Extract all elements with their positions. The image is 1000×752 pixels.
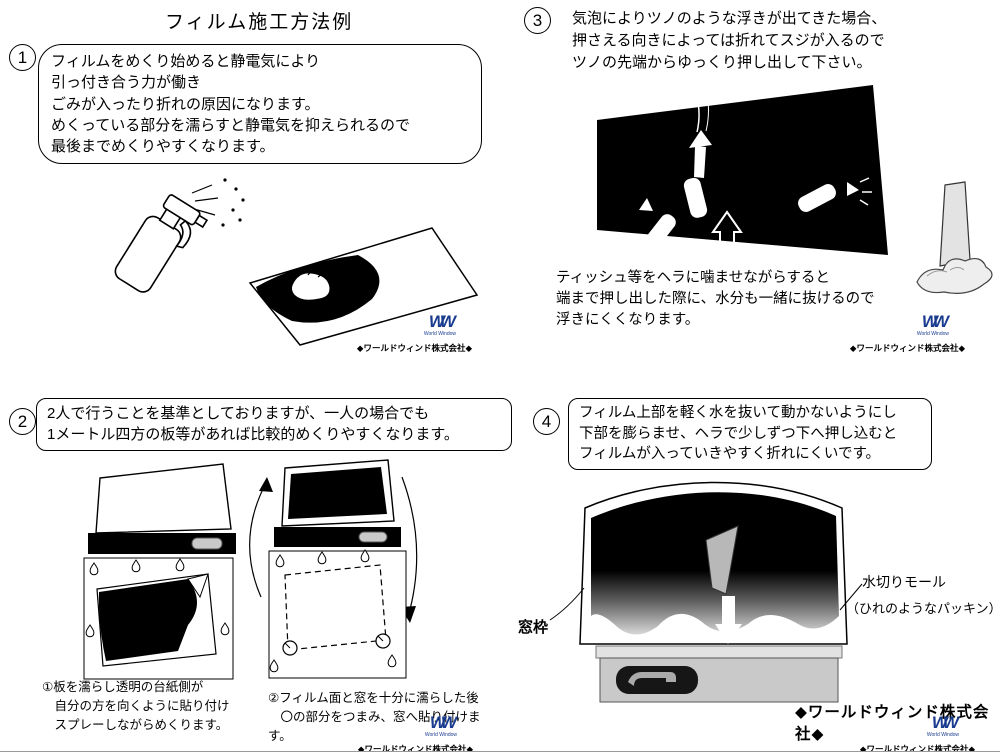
step-2-caption-right: ②フィルム面と窓を十分に濡らした後 〇の部分をつまみ、窓へ貼り付けます。 <box>268 691 481 743</box>
push-up-arrow-icon <box>689 130 712 178</box>
step-3-marker: 3 <box>524 7 551 34</box>
small-arrow-right <box>847 182 859 196</box>
squeegee-icon <box>705 525 739 595</box>
watermark-company-text: ◆ワールドウィンド株式会社◆ <box>357 744 473 752</box>
door-handle-right <box>358 531 388 543</box>
push-down-arrow-icon <box>715 596 742 644</box>
world-window-logo: WW World Window <box>917 313 949 337</box>
watermark-top-left: WW World Window ◆ワールドウィンド株式会社◆ <box>297 313 472 354</box>
flip-arrow-left <box>249 482 267 598</box>
squeegee-icon-top <box>683 177 708 218</box>
ww-logo-caption: World Window <box>423 331 456 337</box>
page-title: フィルム施工方法例 <box>165 12 354 33</box>
water-escape-dashes <box>859 177 872 206</box>
flip-arrow-right <box>401 476 418 618</box>
watermark-bottom-right: WW World Window ◆ワールドウィンド株式会社◆ <box>800 714 975 752</box>
spray-bottle-icon <box>114 194 209 293</box>
molding-label: 水切りモール <box>862 574 946 590</box>
watermark-company-text: ◆ワールドウィンド株式会社◆ <box>356 343 472 353</box>
dark-film-window <box>597 85 888 255</box>
step-2-number: 2 <box>17 411 28 431</box>
ww-logo-caption: World Window <box>424 732 457 738</box>
door-handle-lever <box>628 672 676 686</box>
step-1-illustration <box>114 178 479 346</box>
step-4-instruction-bubble: フィルム上部を軽く水を抜いて動かないようにし 下部を膨らませ、ヘラで少しずつ下へ… <box>568 398 932 470</box>
ww-logo-caption: World Window <box>926 732 959 738</box>
step-3-illustration: NG <box>597 85 993 294</box>
window-glass-left <box>95 463 232 534</box>
watermark-company-text: ◆ワールドウィンド株式会社◆ <box>849 343 965 353</box>
small-arrow-left <box>639 198 653 211</box>
pinch-marker-right <box>375 633 391 649</box>
step-2-marker: 2 <box>9 408 36 435</box>
world-window-logo: WW World Window <box>927 714 959 738</box>
ww-logo-mark: WW <box>428 312 456 331</box>
film-in-glass <box>288 467 387 519</box>
step-1-marker: 1 <box>9 44 36 71</box>
step-1-instruction-bubble: フィルムをめくり始めると静電気により 引っ付き合う力が働き ごみが入ったり折れの… <box>38 44 482 165</box>
watermark-top-right: WW World Window ◆ワールドウィンド株式会社◆ <box>790 313 965 354</box>
flip-arrow-left-head <box>259 477 273 492</box>
watermark-company-text: ◆ワールドウィンド株式会社◆ <box>859 744 975 752</box>
drip-molding-strip <box>595 645 843 659</box>
ww-logo-caption: World Window <box>916 331 949 337</box>
world-window-logo: WW World Window <box>424 313 456 337</box>
step-4-number: 4 <box>541 411 552 431</box>
backing-board-right <box>268 550 407 679</box>
ww-logo-mark: WW <box>921 312 949 331</box>
step-2-caption-left: ①板を濡らし透明の台紙側が 自分の方を向くように貼り付け スプレーしながらめくり… <box>42 680 230 732</box>
ng-arrow-outline <box>711 210 743 259</box>
hand-icon <box>290 268 331 301</box>
footer-company-name: ◆ワールドウィンド株式会社◆ <box>795 704 990 743</box>
step-3-text-top: 気泡によりツノのような浮きが出てきた場合、 押さえる向きによっては折れてスジが入… <box>572 10 887 71</box>
squeegee-icon-left <box>644 214 676 250</box>
step-4-illustration <box>549 481 863 703</box>
door-handle-left <box>191 537 223 550</box>
step-3-text-bottom: ティッシュ等をヘラに噛ませながらすると 端まで押し出した際に、水分も一緒に抜ける… <box>556 270 875 329</box>
molding-pointer-line <box>839 583 863 611</box>
step-4-marker: 4 <box>533 408 560 435</box>
step-1-number: 1 <box>17 47 28 67</box>
spray-droplets <box>221 178 245 227</box>
squeegee-icon-right <box>798 184 836 212</box>
window-frame-label: 窓枠 <box>518 619 549 636</box>
ng-label: NG <box>715 240 735 255</box>
molding-sublabel: （ひれのようなパッキン） <box>846 601 1000 616</box>
door-handle-recess <box>616 666 698 694</box>
step-2-instruction-bubble: 2人で行うことを基準としておりますが、一人の場合でも 1メートル四方の板等があれ… <box>36 398 512 451</box>
film-dark-side <box>98 579 197 661</box>
film-crease-lines <box>694 86 709 133</box>
pinch-marker-left <box>282 640 298 656</box>
tissue-and-squeegee-icon <box>916 181 993 294</box>
film-fold-corner <box>187 573 209 599</box>
ww-logo-mark: WW <box>429 713 457 732</box>
ww-logo-mark: WW <box>931 713 959 732</box>
step-3-number: 3 <box>532 10 543 30</box>
window-frame-pointer-line <box>549 587 585 621</box>
watermark-bottom-left: WW World Window ◆ワールドウィンド株式会社◆ <box>298 714 473 752</box>
world-window-logo: WW World Window <box>425 714 457 738</box>
step-2-illustration <box>83 459 418 680</box>
